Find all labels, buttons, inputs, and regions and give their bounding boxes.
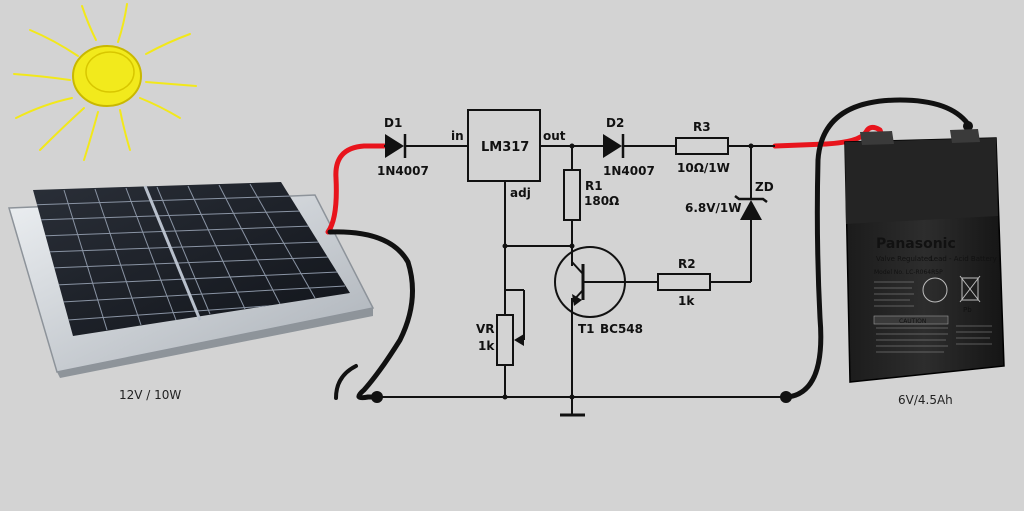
lm317-body xyxy=(467,109,541,182)
vr-ref: VR xyxy=(476,322,495,336)
sun-rays xyxy=(13,3,197,161)
battery-caution: CAUTION xyxy=(899,318,926,325)
resistor-r1: R1 180Ω xyxy=(563,169,619,221)
r2-value: 1k xyxy=(678,294,695,308)
battery-top xyxy=(845,138,998,224)
panel-positive-cable xyxy=(325,143,387,235)
d1-part: 1N4007 xyxy=(377,164,429,178)
junctions xyxy=(371,143,792,403)
r2-body xyxy=(657,273,711,291)
zener-zd: ZD 6.8V/1W xyxy=(685,180,774,220)
battery-pb: Pb xyxy=(963,306,972,314)
sun-disc xyxy=(72,45,142,107)
zd-value: 6.8V/1W xyxy=(685,201,742,215)
t1-envelope xyxy=(554,246,626,318)
t1-part: BC548 xyxy=(600,322,643,336)
battery-caption: 6V/4.5Ah xyxy=(898,393,953,407)
panel-negative-cable-tail xyxy=(334,364,358,400)
lm317-name: LM317 xyxy=(481,140,529,155)
recycle-icon xyxy=(922,277,948,303)
diode-d1: D1 1N4007 xyxy=(377,116,429,178)
sun-inner-ring xyxy=(85,51,135,93)
panel-caption: 12V / 10W xyxy=(119,388,181,402)
d2-part: 1N4007 xyxy=(603,164,655,178)
t1-ref: T1 xyxy=(578,322,595,336)
battery-negative-cable xyxy=(785,97,971,400)
battery-model: Model No. LC-R064R5P xyxy=(874,269,943,276)
resistor-r2: R2 1k xyxy=(657,257,711,308)
diode-d2-symbol xyxy=(603,134,622,158)
bin-crossed-icon xyxy=(961,277,979,301)
battery-negative-clip xyxy=(963,121,973,131)
panel-divider xyxy=(143,185,202,321)
vr-wiper-arrow xyxy=(514,334,524,346)
zd-ref: ZD xyxy=(755,180,774,194)
r1-body xyxy=(563,169,581,221)
solar-panel xyxy=(8,182,375,378)
transistor-t1: T1 BC548 xyxy=(554,246,643,336)
sun-illustration xyxy=(13,3,197,161)
t1-collector xyxy=(571,261,584,275)
t1-emitter-arrow xyxy=(572,294,582,306)
r3-value: 10Ω/1W xyxy=(677,161,730,175)
resistor-r3: R3 10Ω/1W xyxy=(675,120,730,175)
battery-brand: Panasonic xyxy=(876,236,956,252)
lm317-pin-in: in xyxy=(451,129,464,143)
diode-d1-symbol xyxy=(385,134,404,158)
regulator-lm317: LM317 in out adj xyxy=(451,109,566,200)
diode-d2: D2 1N4007 xyxy=(603,116,655,178)
r3-body xyxy=(675,137,729,155)
r1-value: 180Ω xyxy=(584,194,619,208)
battery-negative-terminal xyxy=(950,129,980,143)
vr-value: 1k xyxy=(478,339,495,353)
battery: Panasonic Valve Regulated Lead - Acid Ba… xyxy=(844,129,1005,383)
battery-line1: Valve Regulated xyxy=(876,255,933,263)
circuit-wires xyxy=(380,145,788,417)
panel-negative-cable xyxy=(327,229,415,401)
battery-positive-terminal xyxy=(860,131,894,145)
zd-symbol xyxy=(740,200,762,220)
battery-caution-box xyxy=(873,315,949,325)
d2-ref: D2 xyxy=(606,116,624,130)
vr-body xyxy=(496,314,514,366)
potentiometer-vr: VR 1k xyxy=(476,314,524,366)
lm317-pin-out: out xyxy=(543,129,566,143)
panel-edge xyxy=(57,308,373,378)
r1-ref: R1 xyxy=(585,179,603,193)
r2-ref: R2 xyxy=(678,257,696,271)
panel-grid xyxy=(33,183,350,331)
battery-fineprint xyxy=(874,281,992,353)
d1-ref: D1 xyxy=(384,116,402,130)
battery-line2: Lead - Acid Battery xyxy=(930,255,997,263)
lm317-pin-adj: adj xyxy=(510,186,531,200)
r3-ref: R3 xyxy=(693,120,711,134)
